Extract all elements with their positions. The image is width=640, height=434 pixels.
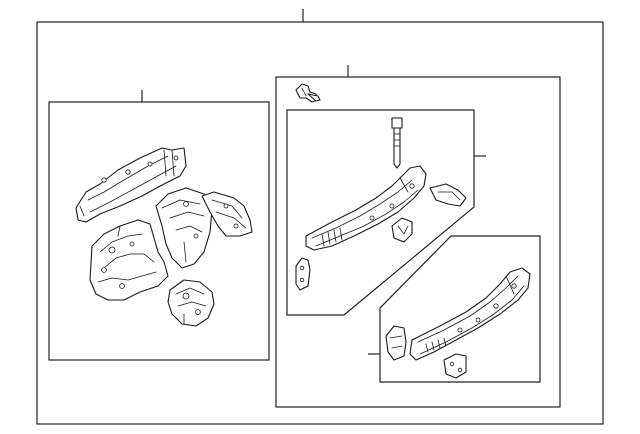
front-side-rail[interactable] xyxy=(305,165,427,251)
rail-subassembly[interactable] xyxy=(286,109,486,316)
rear-rail-reinforcement[interactable] xyxy=(443,353,467,379)
lower-mount-block[interactable] xyxy=(167,279,215,327)
stud-bolt[interactable] xyxy=(391,117,403,169)
main-assembly-frame xyxy=(36,9,604,425)
rail-end-plate[interactable] xyxy=(429,183,467,207)
wheelhouse-panel[interactable] xyxy=(89,219,169,301)
rail-subassembly-frame xyxy=(286,109,475,316)
rear-rail-end-block[interactable] xyxy=(385,325,407,361)
right-group-frame xyxy=(275,76,561,408)
right-group[interactable] xyxy=(275,65,561,408)
left-group-frame xyxy=(48,101,270,361)
mounting-bolt[interactable] xyxy=(295,83,321,103)
small-clip[interactable] xyxy=(391,217,413,243)
side-bracket[interactable] xyxy=(201,191,253,237)
rear-rail-subassembly-frame xyxy=(379,235,541,383)
center-gusset[interactable] xyxy=(155,187,213,269)
upper-rail-bracket[interactable] xyxy=(75,147,187,223)
left-group[interactable] xyxy=(48,90,270,361)
rear-rail-subassembly[interactable] xyxy=(368,235,541,383)
rear-side-rail[interactable] xyxy=(409,267,531,361)
rail-mount-bracket[interactable] xyxy=(295,257,311,291)
